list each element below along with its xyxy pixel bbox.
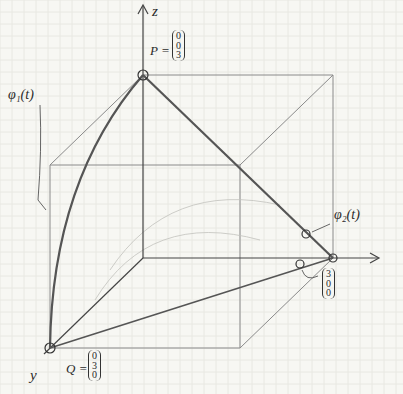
base-line	[50, 258, 333, 348]
phi2-line	[143, 75, 333, 258]
coordinate-vector: 0 3 0	[88, 350, 101, 381]
curve-label: φ₁(t)	[8, 88, 34, 102]
coordinate-vector: 3 0 0	[322, 268, 335, 299]
leader-lines	[38, 105, 330, 278]
axis-label: z	[152, 4, 158, 19]
axis-label: y	[30, 368, 37, 383]
coordinate-vector: 0 0 3	[172, 30, 185, 61]
points	[45, 70, 337, 353]
faint-arcs	[95, 200, 280, 300]
axes	[44, 5, 379, 354]
curve-label: φ₂(t)	[334, 208, 360, 222]
curves	[50, 75, 333, 348]
point-label: Q =	[66, 362, 87, 375]
phi1-curve	[50, 75, 143, 348]
point-label: P =	[150, 44, 170, 57]
